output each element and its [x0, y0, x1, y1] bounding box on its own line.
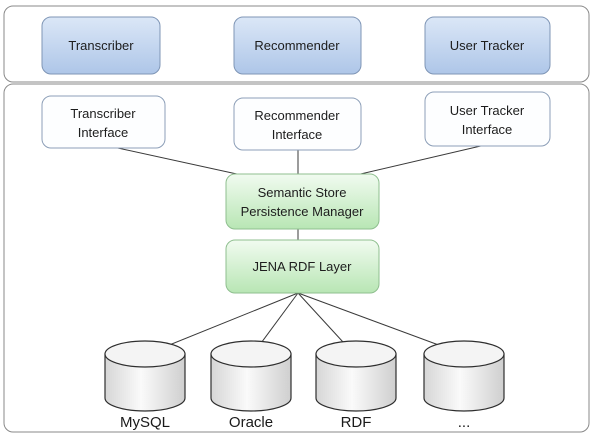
module-transcriber-label: Transcriber — [68, 38, 134, 53]
database-oracle: Oracle — [210, 340, 292, 431]
interface-user-tracker: User Tracker Interface — [424, 91, 551, 147]
database-mysql: MySQL — [104, 340, 186, 431]
database-rdf-label: RDF — [341, 414, 372, 431]
database-other-label: ... — [458, 414, 471, 431]
interface-transcriber-line2: Interface — [78, 125, 129, 140]
persistence-manager: Semantic Store Persistence Manager — [225, 173, 380, 230]
interface-transcriber: Transcriber Interface — [41, 95, 166, 149]
rdf-layer-label: JENA RDF Layer — [253, 259, 353, 274]
module-user-tracker: User Tracker — [424, 16, 551, 75]
interface-user-tracker-line1: User Tracker — [450, 103, 525, 118]
persistence-manager-line2: Persistence Manager — [241, 204, 365, 219]
database-cylinder-icon — [104, 353, 186, 412]
connector-transcriber-interface — [103, 144, 247, 177]
module-recommender-label: Recommender — [254, 38, 340, 53]
module-transcriber: Transcriber — [41, 16, 161, 75]
persistence-manager-line1: Semantic Store — [258, 185, 347, 200]
interface-recommender: Recommender Interface — [233, 97, 362, 151]
database-cylinder-icon — [315, 353, 397, 412]
connector-rdf-to-other-db — [297, 292, 464, 355]
interface-recommender-line2: Interface — [272, 127, 323, 142]
interface-user-tracker-line2: Interface — [462, 122, 513, 137]
connector-usertracker-interface — [351, 144, 486, 177]
database-oracle-label: Oracle — [229, 414, 273, 431]
database-mysql-label: MySQL — [120, 414, 170, 431]
database-cylinder-icon — [210, 353, 292, 412]
interface-recommender-line1: Recommender — [254, 108, 340, 123]
database-rdf: RDF — [315, 340, 397, 431]
rdf-layer: JENA RDF Layer — [225, 239, 380, 294]
database-other: ... — [423, 340, 505, 431]
database-cylinder-icon — [423, 353, 505, 412]
module-user-tracker-label: User Tracker — [450, 38, 525, 53]
module-recommender: Recommender — [233, 16, 362, 75]
interface-transcriber-line1: Transcriber — [70, 106, 136, 121]
